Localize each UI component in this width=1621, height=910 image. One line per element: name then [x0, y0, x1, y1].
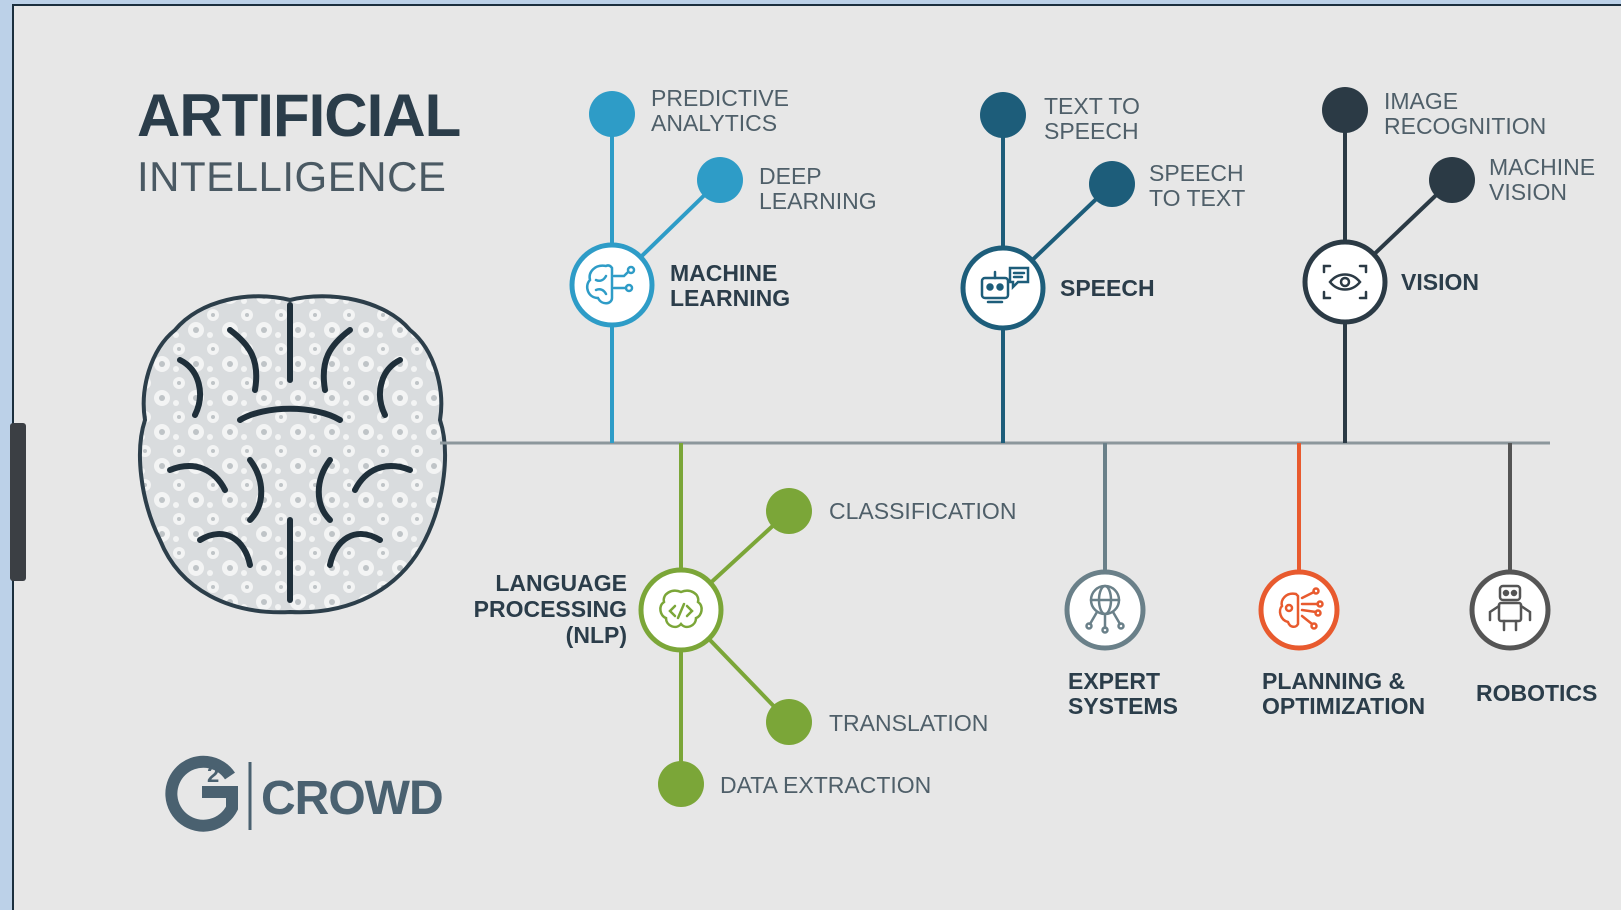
label-image-line1: IMAGE — [1384, 88, 1458, 114]
globe-network-icon — [1085, 584, 1125, 634]
label-machine-learning-line1: MACHINE — [670, 260, 777, 286]
title-line2: INTELLIGENCE — [137, 153, 446, 200]
hub-nlp[interactable] — [638, 567, 724, 653]
brain-code-icon — [659, 589, 703, 629]
hub-robotics[interactable] — [1469, 569, 1551, 651]
branch-speech: TEXT TO SPEECH SPEECH TO TEXT SPEECH — [960, 92, 1245, 443]
label-nlp-line3: (NLP) — [566, 622, 627, 648]
branch-vision: IMAGE RECOGNITION MACHINE VISION VISION — [1302, 87, 1595, 443]
node-speech-to-text[interactable] — [1089, 161, 1135, 207]
logo-text: CROWD — [261, 772, 443, 825]
label-mvision-line2: VISION — [1489, 179, 1567, 205]
label-planning-line1: PLANNING & — [1262, 668, 1405, 694]
label-expert-line2: SYSTEMS — [1068, 693, 1178, 719]
label-tts-line1: TEXT TO — [1044, 93, 1140, 119]
label-image-line2: RECOGNITION — [1384, 113, 1546, 139]
label-predictive-line2: ANALYTICS — [651, 110, 777, 136]
robot-icon — [1488, 584, 1532, 632]
label-classification: CLASSIFICATION — [829, 498, 1016, 524]
brain-illustration — [138, 294, 447, 615]
branch-robotics: ROBOTICS — [1469, 443, 1597, 706]
label-stt-line1: SPEECH — [1149, 160, 1244, 186]
branch-planning: PLANNING & OPTIMIZATION — [1258, 443, 1425, 719]
label-vision: VISION — [1401, 269, 1479, 295]
label-stt-line2: TO TEXT — [1149, 185, 1245, 211]
label-machine-learning-line2: LEARNING — [670, 285, 790, 311]
g2-crowd-logo: 2 CROWD — [165, 755, 444, 832]
title-line1: ARTIFICIAL — [137, 82, 460, 149]
label-deep-line2: LEARNING — [759, 188, 877, 214]
label-data-extraction: DATA EXTRACTION — [720, 772, 931, 798]
node-image-recognition[interactable] — [1322, 87, 1368, 133]
hub-speech[interactable] — [960, 245, 1046, 331]
node-deep-learning[interactable] — [697, 157, 743, 203]
label-nlp-line1: LANGUAGE — [495, 570, 627, 596]
side-panel-handle[interactable] — [10, 423, 26, 581]
branch-expert-systems: EXPERT SYSTEMS — [1064, 443, 1178, 719]
hub-vision[interactable] — [1302, 239, 1388, 325]
robot-chat-icon — [980, 266, 1030, 304]
node-data-extraction[interactable] — [658, 761, 704, 807]
eye-scan-icon — [1322, 264, 1368, 300]
label-deep-line1: DEEP — [759, 163, 822, 189]
hub-expert-systems[interactable] — [1064, 569, 1146, 651]
node-machine-vision[interactable] — [1429, 157, 1475, 203]
node-translation[interactable] — [766, 699, 812, 745]
node-predictive-analytics[interactable] — [589, 91, 635, 137]
label-translation: TRANSLATION — [829, 710, 988, 736]
label-speech: SPEECH — [1060, 275, 1155, 301]
label-nlp-line2: PROCESSING — [474, 596, 627, 622]
logo-superscript: 2 — [207, 762, 219, 787]
branch-machine-learning: PREDICTIVE ANALYTICS DEEP LEARNING MACHI… — [569, 85, 877, 443]
brain-gears-icon — [1278, 587, 1324, 630]
hub-machine-learning[interactable] — [569, 242, 655, 328]
branch-nlp: CLASSIFICATION TRANSLATION DATA EXTRACTI… — [474, 443, 1016, 807]
hub-planning[interactable] — [1258, 569, 1340, 651]
label-planning-line2: OPTIMIZATION — [1262, 693, 1425, 719]
label-mvision-line1: MACHINE — [1489, 154, 1595, 180]
label-expert-line1: EXPERT — [1068, 668, 1160, 694]
brain-circuit-icon — [586, 264, 636, 305]
label-robotics: ROBOTICS — [1476, 680, 1597, 706]
label-tts-line2: SPEECH — [1044, 118, 1139, 144]
node-text-to-speech[interactable] — [980, 92, 1026, 138]
label-predictive-line1: PREDICTIVE — [651, 85, 789, 111]
node-classification[interactable] — [766, 488, 812, 534]
